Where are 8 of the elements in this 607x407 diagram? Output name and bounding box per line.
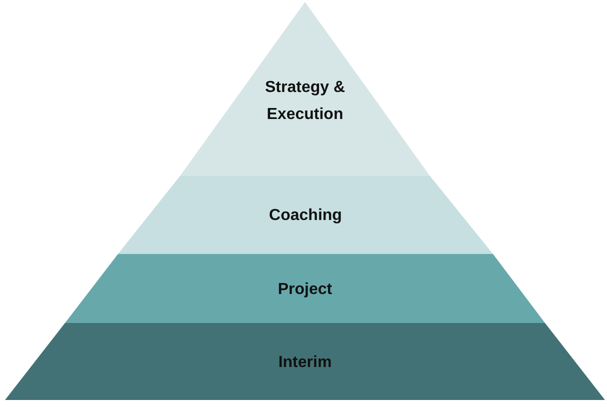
- layer-label: Coaching: [268, 206, 343, 226]
- pyramid-layer: [65, 254, 545, 323]
- pyramid-apex: [180, 2, 430, 176]
- pyramid-layer: [5, 323, 605, 400]
- pyramid-layer: [118, 176, 493, 254]
- layer-label: Project: [276, 280, 334, 300]
- layer-label: Strategy & Execution: [264, 78, 346, 125]
- layer-label: Interim: [277, 353, 333, 373]
